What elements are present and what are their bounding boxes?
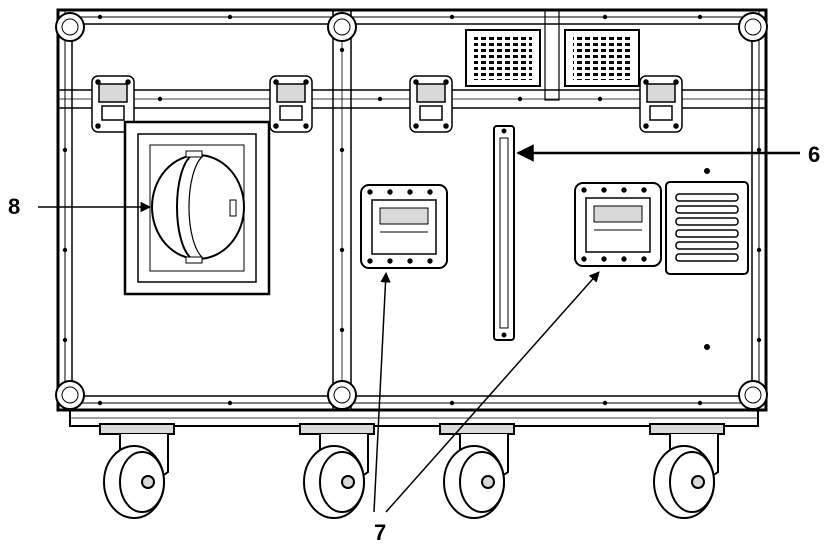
top-vent-left bbox=[465, 29, 541, 87]
top-vent-right bbox=[564, 29, 640, 87]
callout-leaders bbox=[38, 144, 800, 513]
leader-7b bbox=[385, 271, 600, 513]
side-vent bbox=[665, 168, 749, 350]
duct-outlet bbox=[123, 120, 271, 296]
handle-right bbox=[574, 182, 662, 267]
callout-7: 7 bbox=[374, 520, 386, 545]
corner-ball-icon bbox=[55, 12, 768, 410]
latch bbox=[91, 75, 683, 133]
caster-wheel-icon bbox=[99, 423, 725, 519]
leader-7a bbox=[373, 271, 391, 513]
level-window bbox=[493, 125, 515, 341]
case-inner-frame bbox=[71, 23, 753, 397]
rail-screws bbox=[62, 14, 762, 406]
handle-left bbox=[360, 184, 448, 269]
case-base bbox=[69, 409, 759, 427]
callout-8: 8 bbox=[8, 194, 20, 219]
callout-6: 6 bbox=[808, 142, 820, 167]
